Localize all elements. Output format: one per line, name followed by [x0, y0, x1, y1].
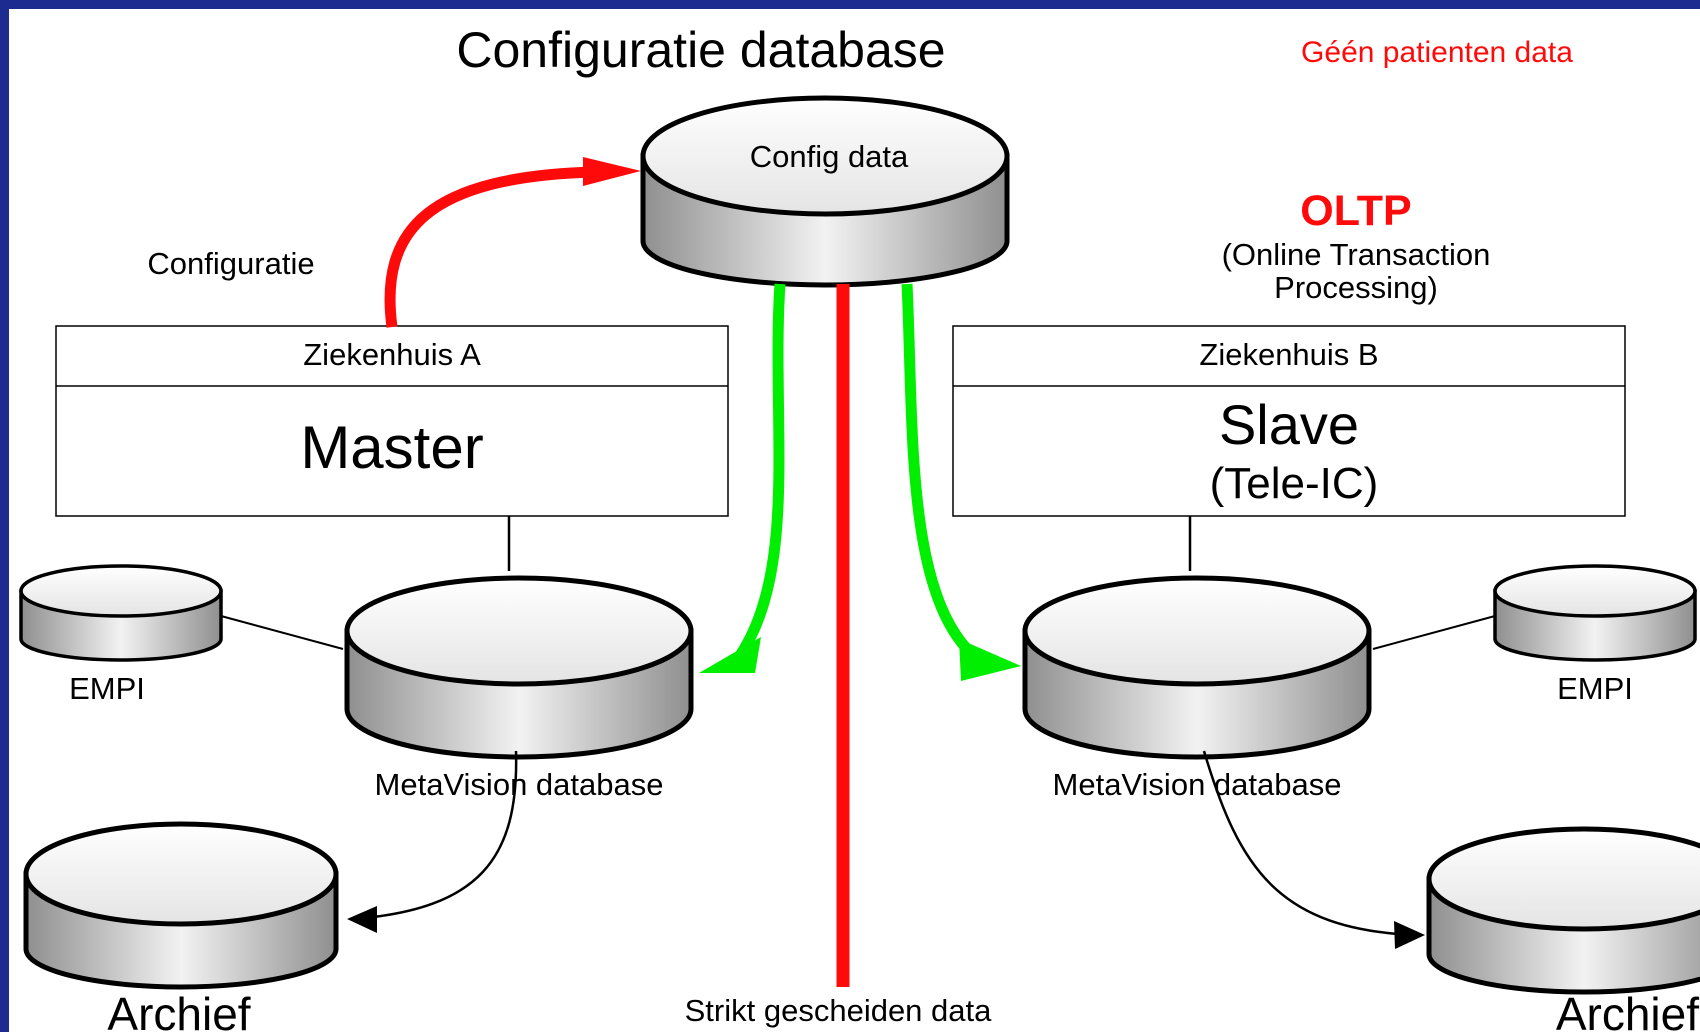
slave-metavision-database	[1022, 575, 1372, 760]
hospital-b-box: Ziekenhuis B Slave (Tele-IC)	[952, 325, 1626, 517]
empi-b-connector	[1372, 615, 1496, 650]
hospital-a-box: Ziekenhuis A Master	[55, 325, 729, 517]
archive-b-database	[1426, 826, 1700, 995]
green-arrow-to-master-head	[699, 637, 761, 673]
configuratie-label: Configuratie	[147, 246, 314, 281]
master-metavision-database	[344, 575, 694, 760]
archive-b-arrow	[1202, 750, 1415, 937]
oltp-line-2: Processing)	[1274, 270, 1438, 305]
master-db-label: MetaVision database	[375, 767, 664, 802]
no-patient-data-note: Géén patienten data	[1301, 36, 1573, 69]
config-data-label: Config data	[750, 139, 909, 174]
archive-b-label: Archief	[1556, 988, 1699, 1032]
oltp-title: OLTP	[1300, 187, 1411, 235]
green-arrow-to-master	[734, 283, 786, 661]
empi-b-label: EMPI	[1557, 671, 1633, 706]
archive-a-arrow	[353, 750, 518, 921]
oltp-line-1: (Online Transaction	[1222, 237, 1491, 272]
archive-a-database	[23, 821, 339, 990]
archive-b-arrow-head	[1394, 921, 1425, 949]
hospital-b-role: Slave	[1219, 393, 1359, 456]
architecture-diagram: Configuratie database Géén patienten dat…	[19, 22, 1700, 1032]
green-arrow-to-slave	[901, 283, 988, 669]
green-arrow-to-slave-head	[959, 639, 1021, 681]
empi-a-label: EMPI	[69, 671, 145, 706]
archive-a-arrow-head	[347, 906, 377, 933]
hospital-b-name: Ziekenhuis B	[1199, 337, 1378, 372]
empi-b-database	[1493, 564, 1697, 662]
slide: Configuratie database Géén patienten dat…	[9, 9, 1700, 1032]
separator-label: Strikt gescheiden data	[685, 993, 993, 1028]
empi-a-connector	[220, 615, 344, 650]
hospital-b-role-sub: (Tele-IC)	[1210, 459, 1379, 508]
empi-a-database	[19, 564, 223, 662]
page-title: Configuratie database	[456, 22, 945, 78]
hospital-a-name: Ziekenhuis A	[303, 337, 481, 372]
slave-db-label: MetaVision database	[1053, 767, 1342, 802]
config-data-database: Config data	[640, 95, 1010, 288]
archive-a-label: Archief	[107, 988, 250, 1032]
configuratie-arrow	[384, 166, 594, 328]
hospital-a-role: Master	[300, 414, 483, 481]
configuratie-arrow-head	[583, 157, 641, 186]
